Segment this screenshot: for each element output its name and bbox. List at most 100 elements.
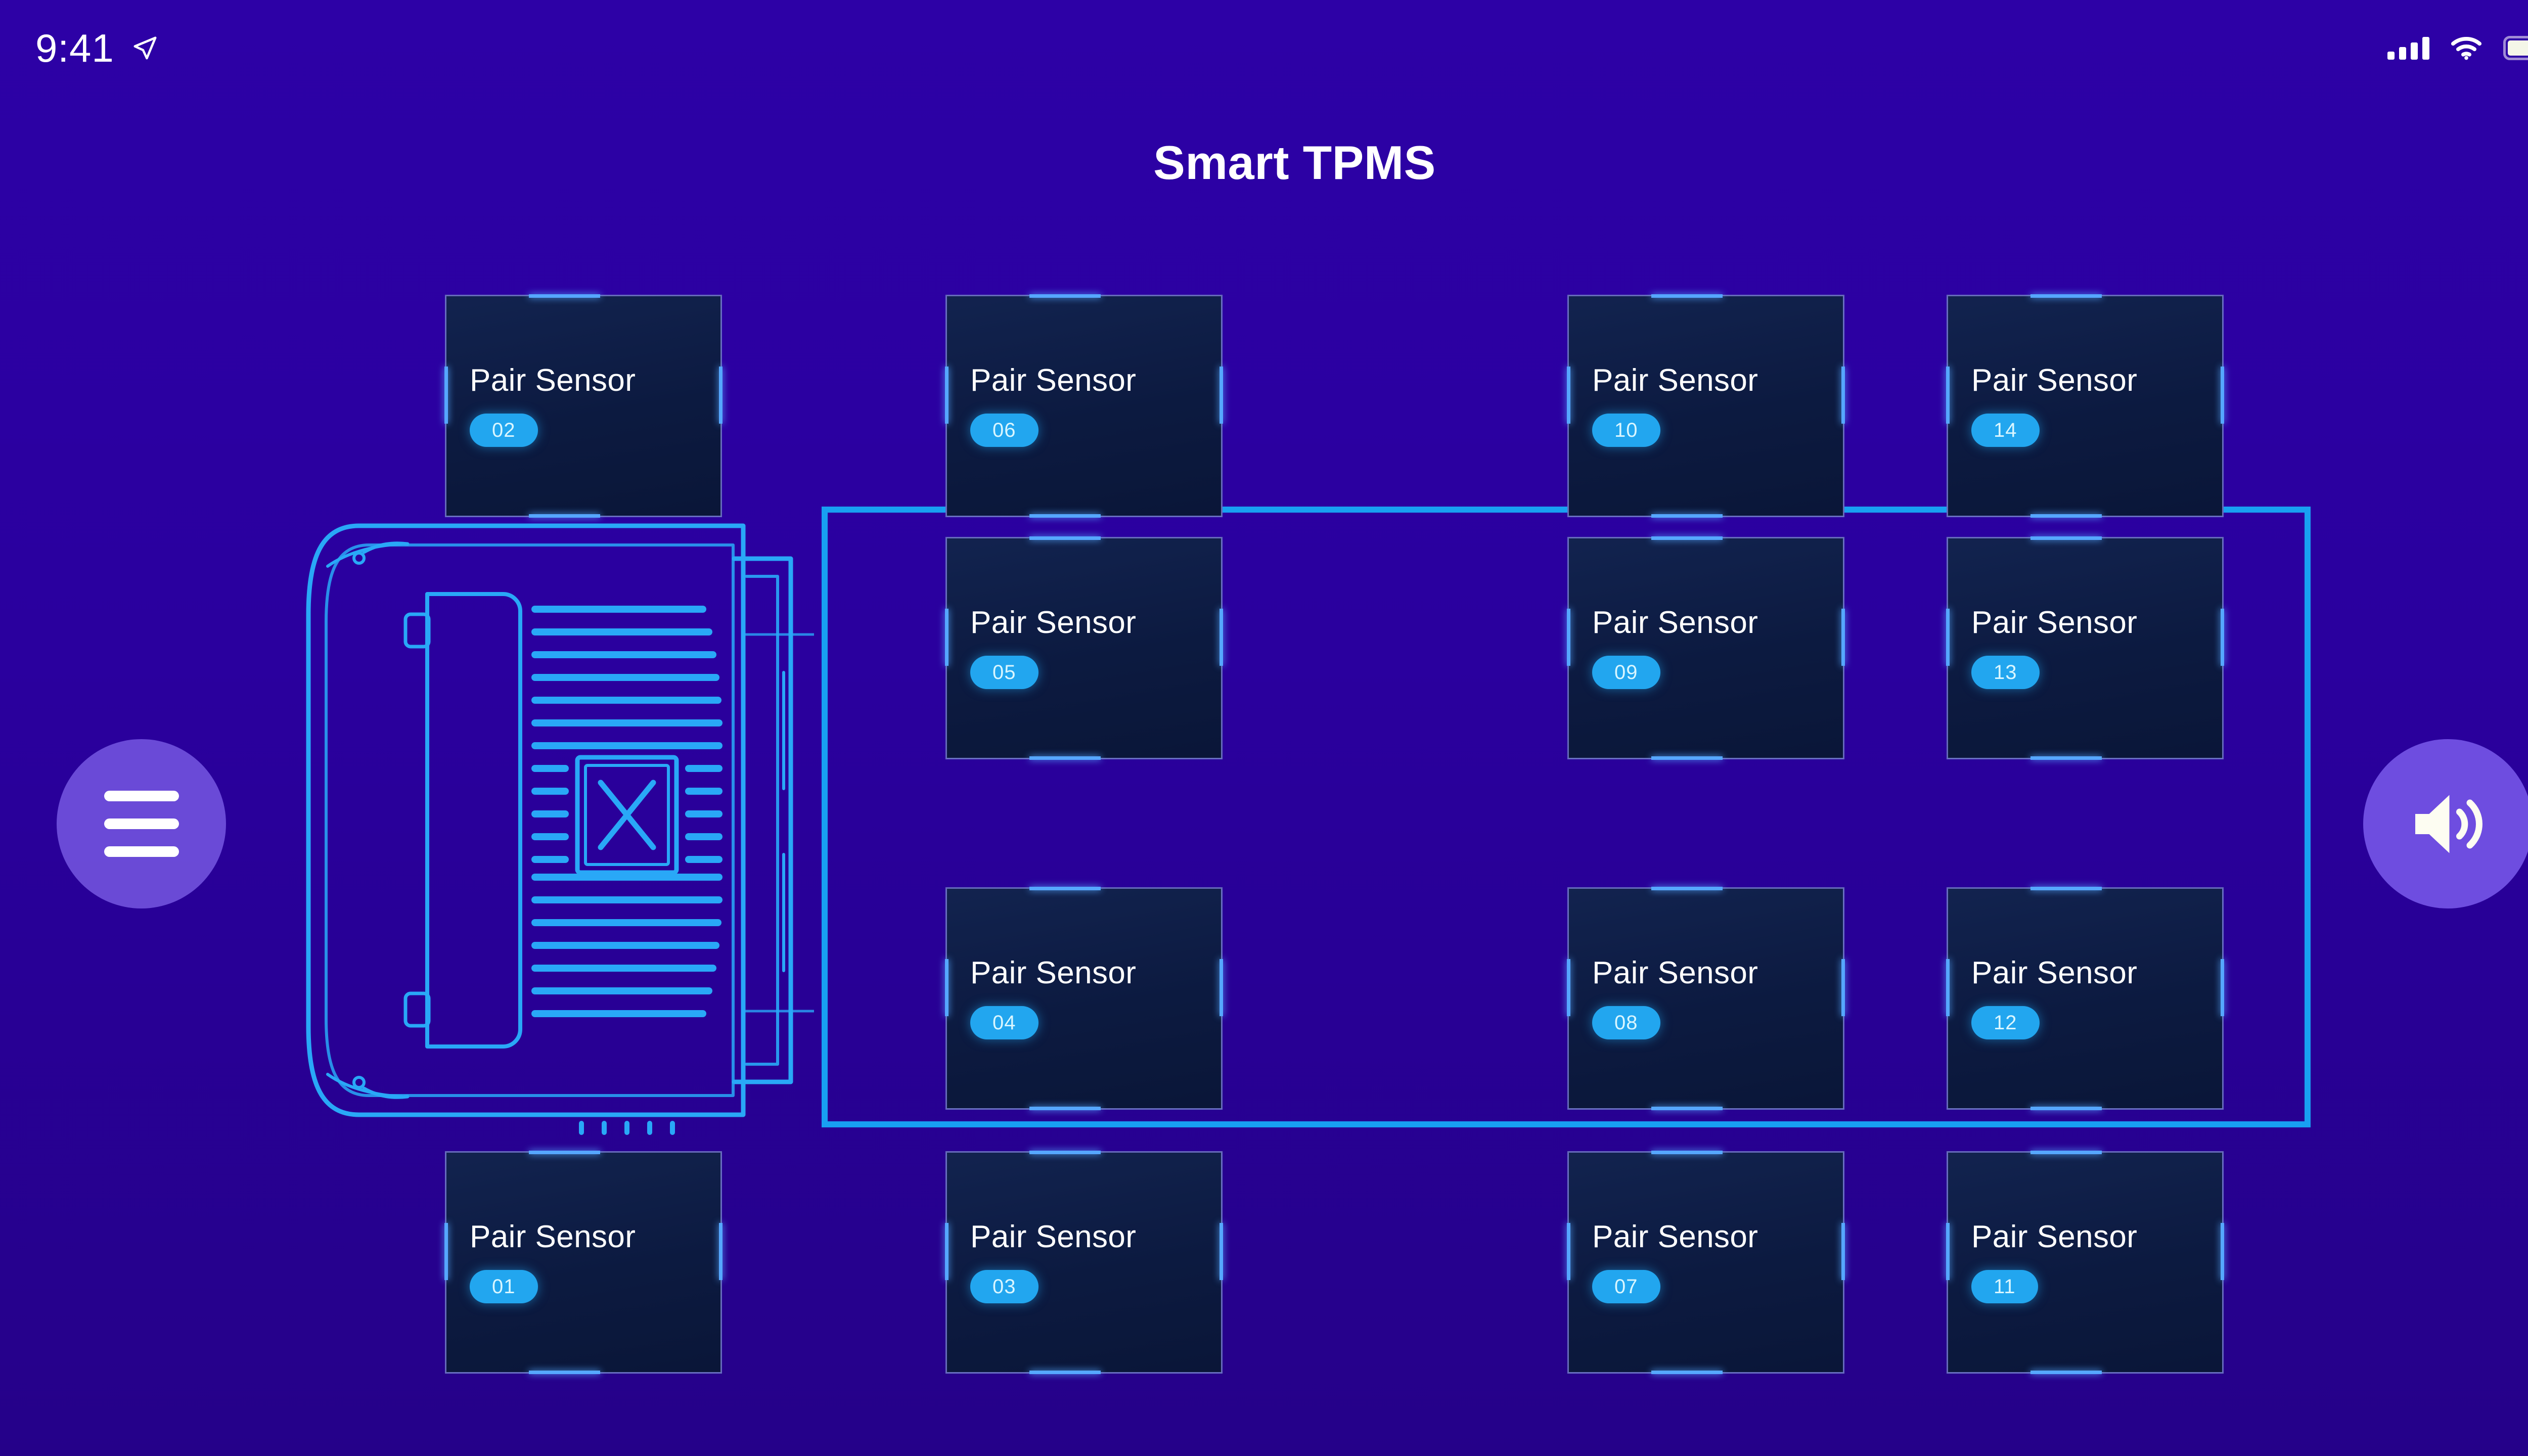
card-accent-bottom [1029, 1107, 1101, 1110]
sensor-card-14[interactable]: Pair Sensor 14 [1946, 294, 2224, 518]
pair-sensor-label: Pair Sensor [970, 1219, 1137, 1254]
card-accent-bottom [2030, 1371, 2102, 1374]
card-accent-right [1841, 1222, 1845, 1280]
sensor-card-04[interactable]: Pair Sensor 04 [945, 887, 1223, 1110]
card-accent-bottom [1029, 1371, 1101, 1374]
card-accent-left [1567, 959, 1570, 1016]
sensor-card-07[interactable]: Pair Sensor 07 [1567, 1151, 1845, 1374]
cellular-signal-icon [2387, 36, 2429, 60]
card-accent-left [1567, 366, 1570, 424]
sensor-number-badge: 11 [1971, 1270, 2038, 1303]
card-accent-top [1029, 536, 1101, 540]
card-accent-bottom [2030, 1107, 2102, 1110]
card-accent-top [528, 1151, 600, 1154]
pair-sensor-label: Pair Sensor [1592, 956, 1758, 990]
card-accent-left [444, 1222, 448, 1280]
pair-sensor-label: Pair Sensor [1971, 605, 2138, 640]
sensor-card-02[interactable]: Pair Sensor 02 [444, 294, 723, 518]
sensor-card-06[interactable]: Pair Sensor 06 [945, 294, 1223, 518]
pair-sensor-label: Pair Sensor [970, 363, 1137, 398]
card-accent-top [2030, 294, 2102, 298]
menu-hamburger-icon [104, 791, 179, 857]
card-accent-bottom [2030, 756, 2102, 760]
card-accent-right [1841, 366, 1845, 424]
pair-sensor-label: Pair Sensor [1592, 363, 1758, 398]
sensor-number-badge: 10 [1592, 414, 1660, 447]
card-accent-bottom [1651, 514, 1723, 518]
location-arrow-icon [133, 36, 157, 60]
wifi-icon [2451, 37, 2482, 60]
card-accent-top [528, 294, 600, 298]
battery-full-icon [2503, 36, 2528, 60]
card-accent-bottom [528, 514, 600, 518]
card-accent-right [719, 366, 723, 424]
card-accent-right [1841, 959, 1845, 1016]
pair-sensor-label: Pair Sensor [970, 956, 1137, 990]
pair-sensor-label: Pair Sensor [1592, 1219, 1758, 1254]
status-bar: 9:41 [0, 0, 2528, 96]
card-accent-left [1946, 608, 1950, 666]
status-time: 9:41 [35, 26, 114, 70]
card-accent-top [1029, 887, 1101, 890]
card-accent-top [1651, 887, 1723, 890]
card-accent-right [2221, 366, 2224, 424]
sensor-number-badge: 08 [1592, 1006, 1660, 1039]
card-accent-left [1946, 366, 1950, 424]
pair-sensor-label: Pair Sensor [1971, 956, 2138, 990]
sensor-number-badge: 05 [970, 656, 1039, 689]
card-accent-right [1220, 959, 1223, 1016]
card-accent-bottom [1029, 756, 1101, 760]
card-accent-right [1220, 608, 1223, 666]
card-accent-right [1841, 608, 1845, 666]
card-accent-bottom [528, 1371, 600, 1374]
card-accent-right [1220, 1222, 1223, 1280]
card-accent-right [2221, 608, 2224, 666]
pair-sensor-label: Pair Sensor [1971, 363, 2138, 398]
card-accent-bottom [1651, 1371, 1723, 1374]
card-accent-right [2221, 959, 2224, 1016]
card-accent-left [945, 1222, 949, 1280]
card-accent-top [1029, 1151, 1101, 1154]
card-accent-top [1651, 1151, 1723, 1154]
sensor-number-badge: 13 [1971, 656, 2040, 689]
card-accent-left [945, 366, 949, 424]
volume-speaker-icon [2415, 795, 2482, 853]
sensor-number-badge: 09 [1592, 656, 1660, 689]
x-logo [575, 755, 679, 875]
sensor-number-badge: 02 [470, 414, 538, 447]
sensor-card-10[interactable]: Pair Sensor 10 [1567, 294, 1845, 518]
volume-button[interactable] [2363, 739, 2528, 908]
card-accent-right [2221, 1222, 2224, 1280]
card-accent-left [444, 366, 448, 424]
card-accent-right [719, 1222, 723, 1280]
menu-button[interactable] [57, 739, 226, 908]
sensor-number-badge: 04 [970, 1006, 1039, 1039]
card-accent-right [1220, 366, 1223, 424]
pair-sensor-label: Pair Sensor [970, 605, 1137, 640]
card-accent-top [1029, 294, 1101, 298]
pair-sensor-label: Pair Sensor [470, 363, 636, 398]
card-accent-top [1651, 294, 1723, 298]
card-accent-left [945, 608, 949, 666]
sensor-card-08[interactable]: Pair Sensor 08 [1567, 887, 1845, 1110]
sensor-number-badge: 06 [970, 414, 1039, 447]
card-accent-top [1651, 536, 1723, 540]
pair-sensor-label: Pair Sensor [470, 1219, 636, 1254]
status-bar-left: 9:41 [35, 28, 159, 68]
sensor-card-09[interactable]: Pair Sensor 09 [1567, 536, 1845, 760]
sensor-number-badge: 14 [1971, 414, 2040, 447]
sensor-card-05[interactable]: Pair Sensor 05 [945, 536, 1223, 760]
card-accent-bottom [2030, 514, 2102, 518]
pair-sensor-label: Pair Sensor [1592, 605, 1758, 640]
card-accent-top [2030, 536, 2102, 540]
card-accent-bottom [1651, 1107, 1723, 1110]
sensor-card-13[interactable]: Pair Sensor 13 [1946, 536, 2224, 760]
card-accent-bottom [1029, 514, 1101, 518]
page-title: Smart TPMS [1153, 136, 1436, 189]
sensor-number-badge: 07 [1592, 1270, 1660, 1303]
